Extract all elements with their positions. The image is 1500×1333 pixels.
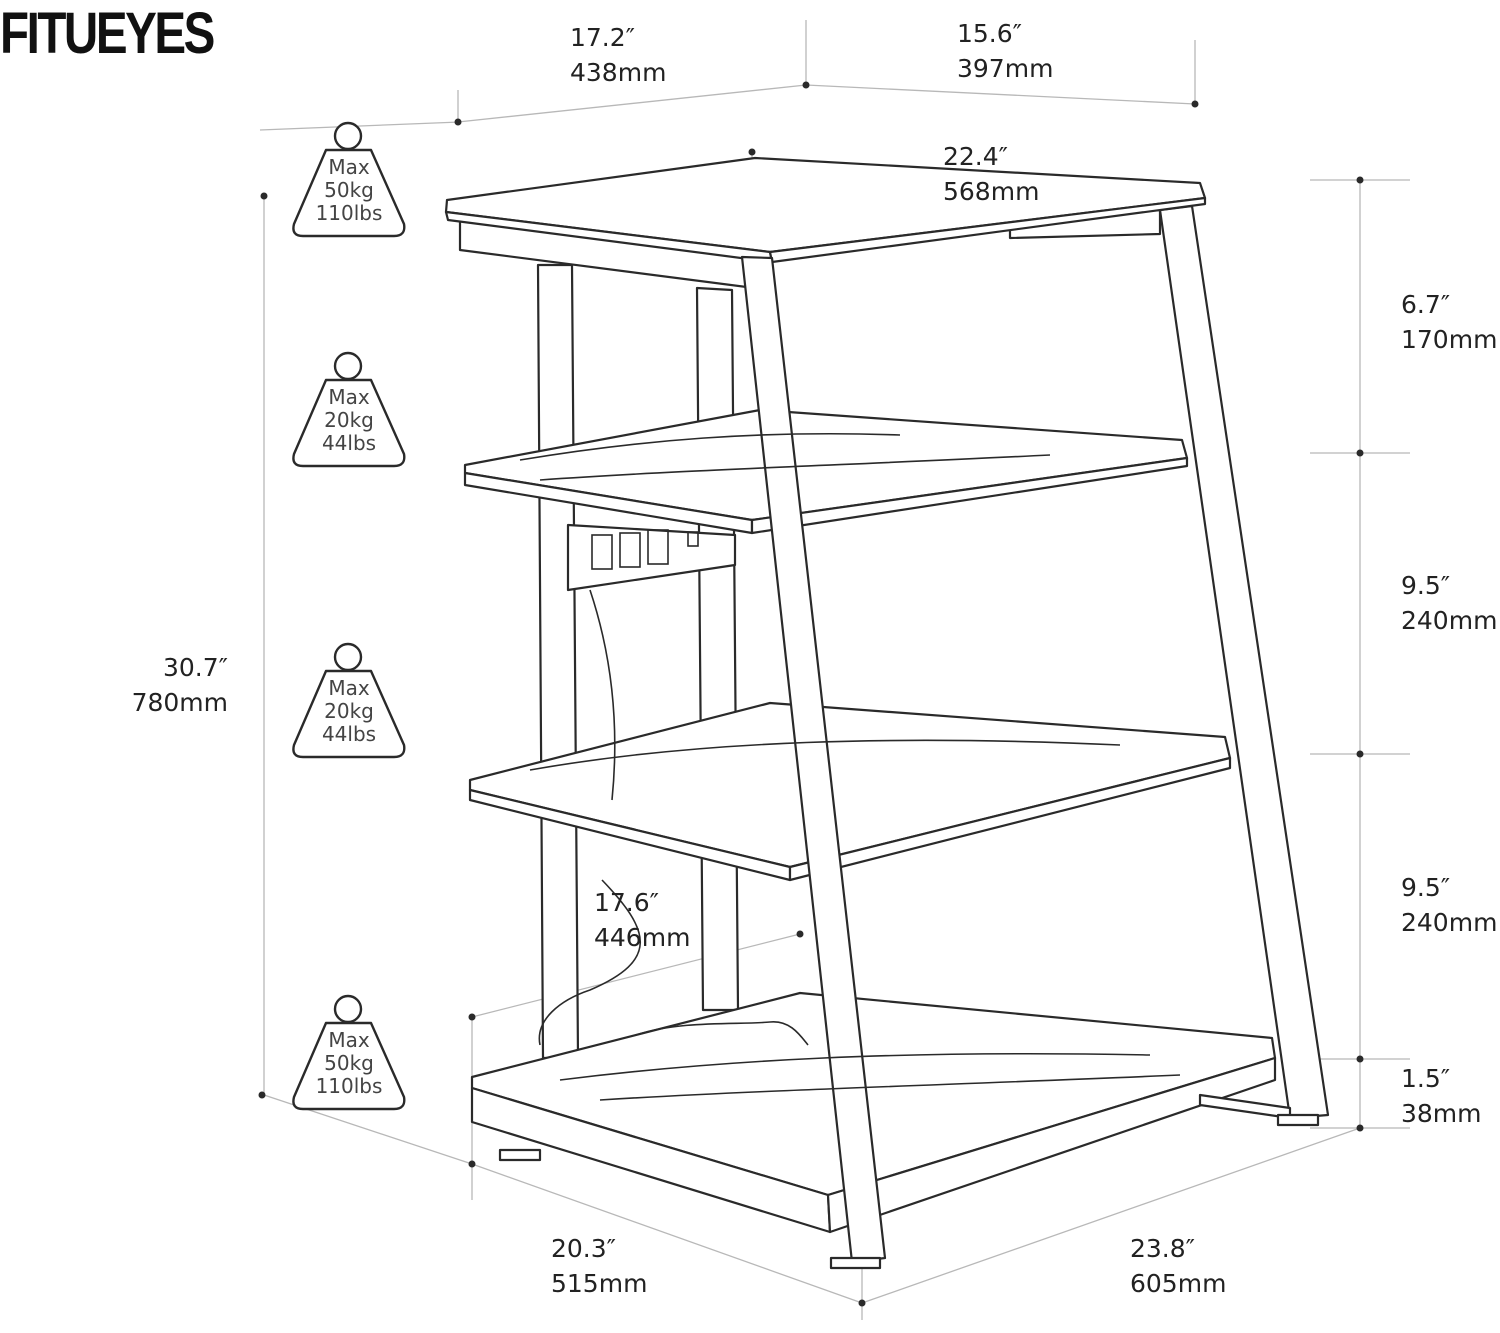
dim-base-width: 23.8″ 605mm [1130,1231,1226,1301]
dim-gap-middle-lower-metric: 240mm [1401,908,1498,937]
dim-base-width-metric: 605mm [1130,1269,1227,1298]
weight-icon [292,994,406,1111]
weight-lbs: 44lbs [321,431,377,455]
weight-icon [292,351,406,468]
dim-gap-top-imperial: 6.7″ [1401,290,1451,319]
dim-top-depth-imperial: 17.2″ [570,23,636,52]
dim-base-width-imperial: 23.8″ [1130,1234,1196,1263]
dim-foot-height-imperial: 1.5″ [1401,1064,1451,1093]
dim-inner-width-metric: 446mm [594,923,691,952]
dim-top-width-metric: 397mm [957,54,1054,83]
dim-inner-width: 17.6″ 446mm [594,885,690,955]
dim-gap-middle-lower-imperial: 9.5″ [1401,873,1451,902]
weight-lbs: 110lbs [315,1074,383,1098]
dim-top-diagonal: 22.4″ 568mm [943,139,1039,209]
dim-top-width: 15.6″ 397mm [957,16,1053,86]
dim-base-depth-metric: 515mm [551,1269,648,1298]
weight-label: Max [328,676,370,700]
dim-top-depth: 17.2″ 438mm [570,20,666,90]
dim-gap-middle-upper-imperial: 9.5″ [1401,571,1451,600]
brand-part1: FITU [0,1,98,66]
weight-kg: 50kg [324,178,374,202]
weight-lbs: 110lbs [315,201,383,225]
dim-total-height-metric: 780mm [131,688,228,717]
dim-base-depth-imperial: 20.3″ [551,1234,617,1263]
weight-badge-third-shelf: Max 20kg 44lbs [289,641,409,761]
weight-kg: 50kg [324,1051,374,1075]
dim-total-height-imperial: 30.7″ [162,653,228,682]
weight-label: Max [328,385,370,409]
dim-gap-middle-lower: 9.5″ 240mm [1401,870,1497,940]
weight-badge-top-shelf: Max 50kg 110lbs [289,120,409,240]
dim-foot-height: 1.5″ 38mm [1401,1061,1482,1131]
weight-icon [292,121,406,238]
dim-foot-height-metric: 38mm [1401,1099,1482,1128]
brand-logo: FITUEYES [0,0,216,67]
dim-total-height: 30.7″ 780mm [128,650,228,720]
dim-gap-middle-upper-metric: 240mm [1401,606,1498,635]
dim-gap-top: 6.7″ 170mm [1401,287,1497,357]
dim-base-depth: 20.3″ 515mm [551,1231,647,1301]
weight-label: Max [328,155,370,179]
dim-gap-middle-upper: 9.5″ 240mm [1401,568,1497,638]
dim-top-diagonal-imperial: 22.4″ [943,142,1009,171]
dim-inner-width-imperial: 17.6″ [594,888,660,917]
brand-part2: EYES [95,1,216,66]
dim-gap-top-metric: 170mm [1401,325,1498,354]
dim-top-depth-metric: 438mm [570,58,667,87]
weight-badge-base-shelf: Max 50kg 110lbs [289,993,409,1113]
weight-kg: 20kg [324,408,374,432]
weight-icon [292,642,406,759]
weight-lbs: 44lbs [321,722,377,746]
dim-top-diagonal-metric: 568mm [943,177,1040,206]
dim-top-width-imperial: 15.6″ [957,19,1023,48]
weight-kg: 20kg [324,699,374,723]
weight-label: Max [328,1028,370,1052]
weight-badge-second-shelf: Max 20kg 44lbs [289,350,409,470]
